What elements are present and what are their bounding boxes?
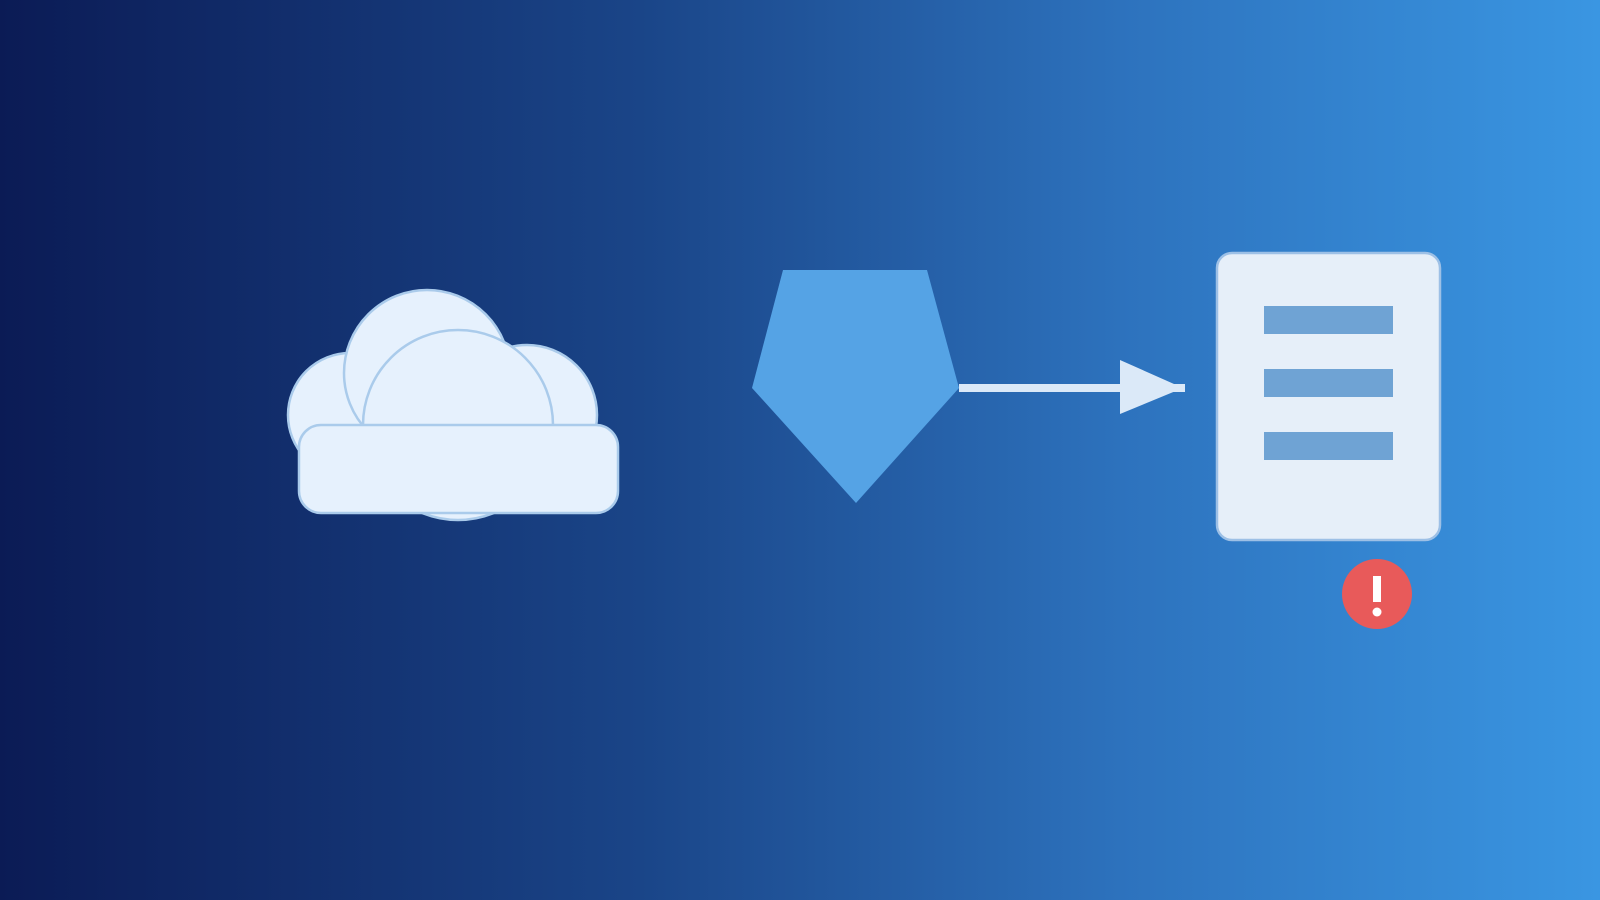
document-line bbox=[1264, 306, 1393, 334]
arrow-connector bbox=[959, 360, 1185, 414]
document-line bbox=[1264, 432, 1393, 460]
document-icon bbox=[1215, 251, 1442, 542]
pentagon-icon bbox=[752, 270, 959, 503]
error-icon bbox=[1342, 559, 1412, 629]
cloud-icon bbox=[286, 288, 620, 522]
document-line bbox=[1264, 369, 1393, 397]
